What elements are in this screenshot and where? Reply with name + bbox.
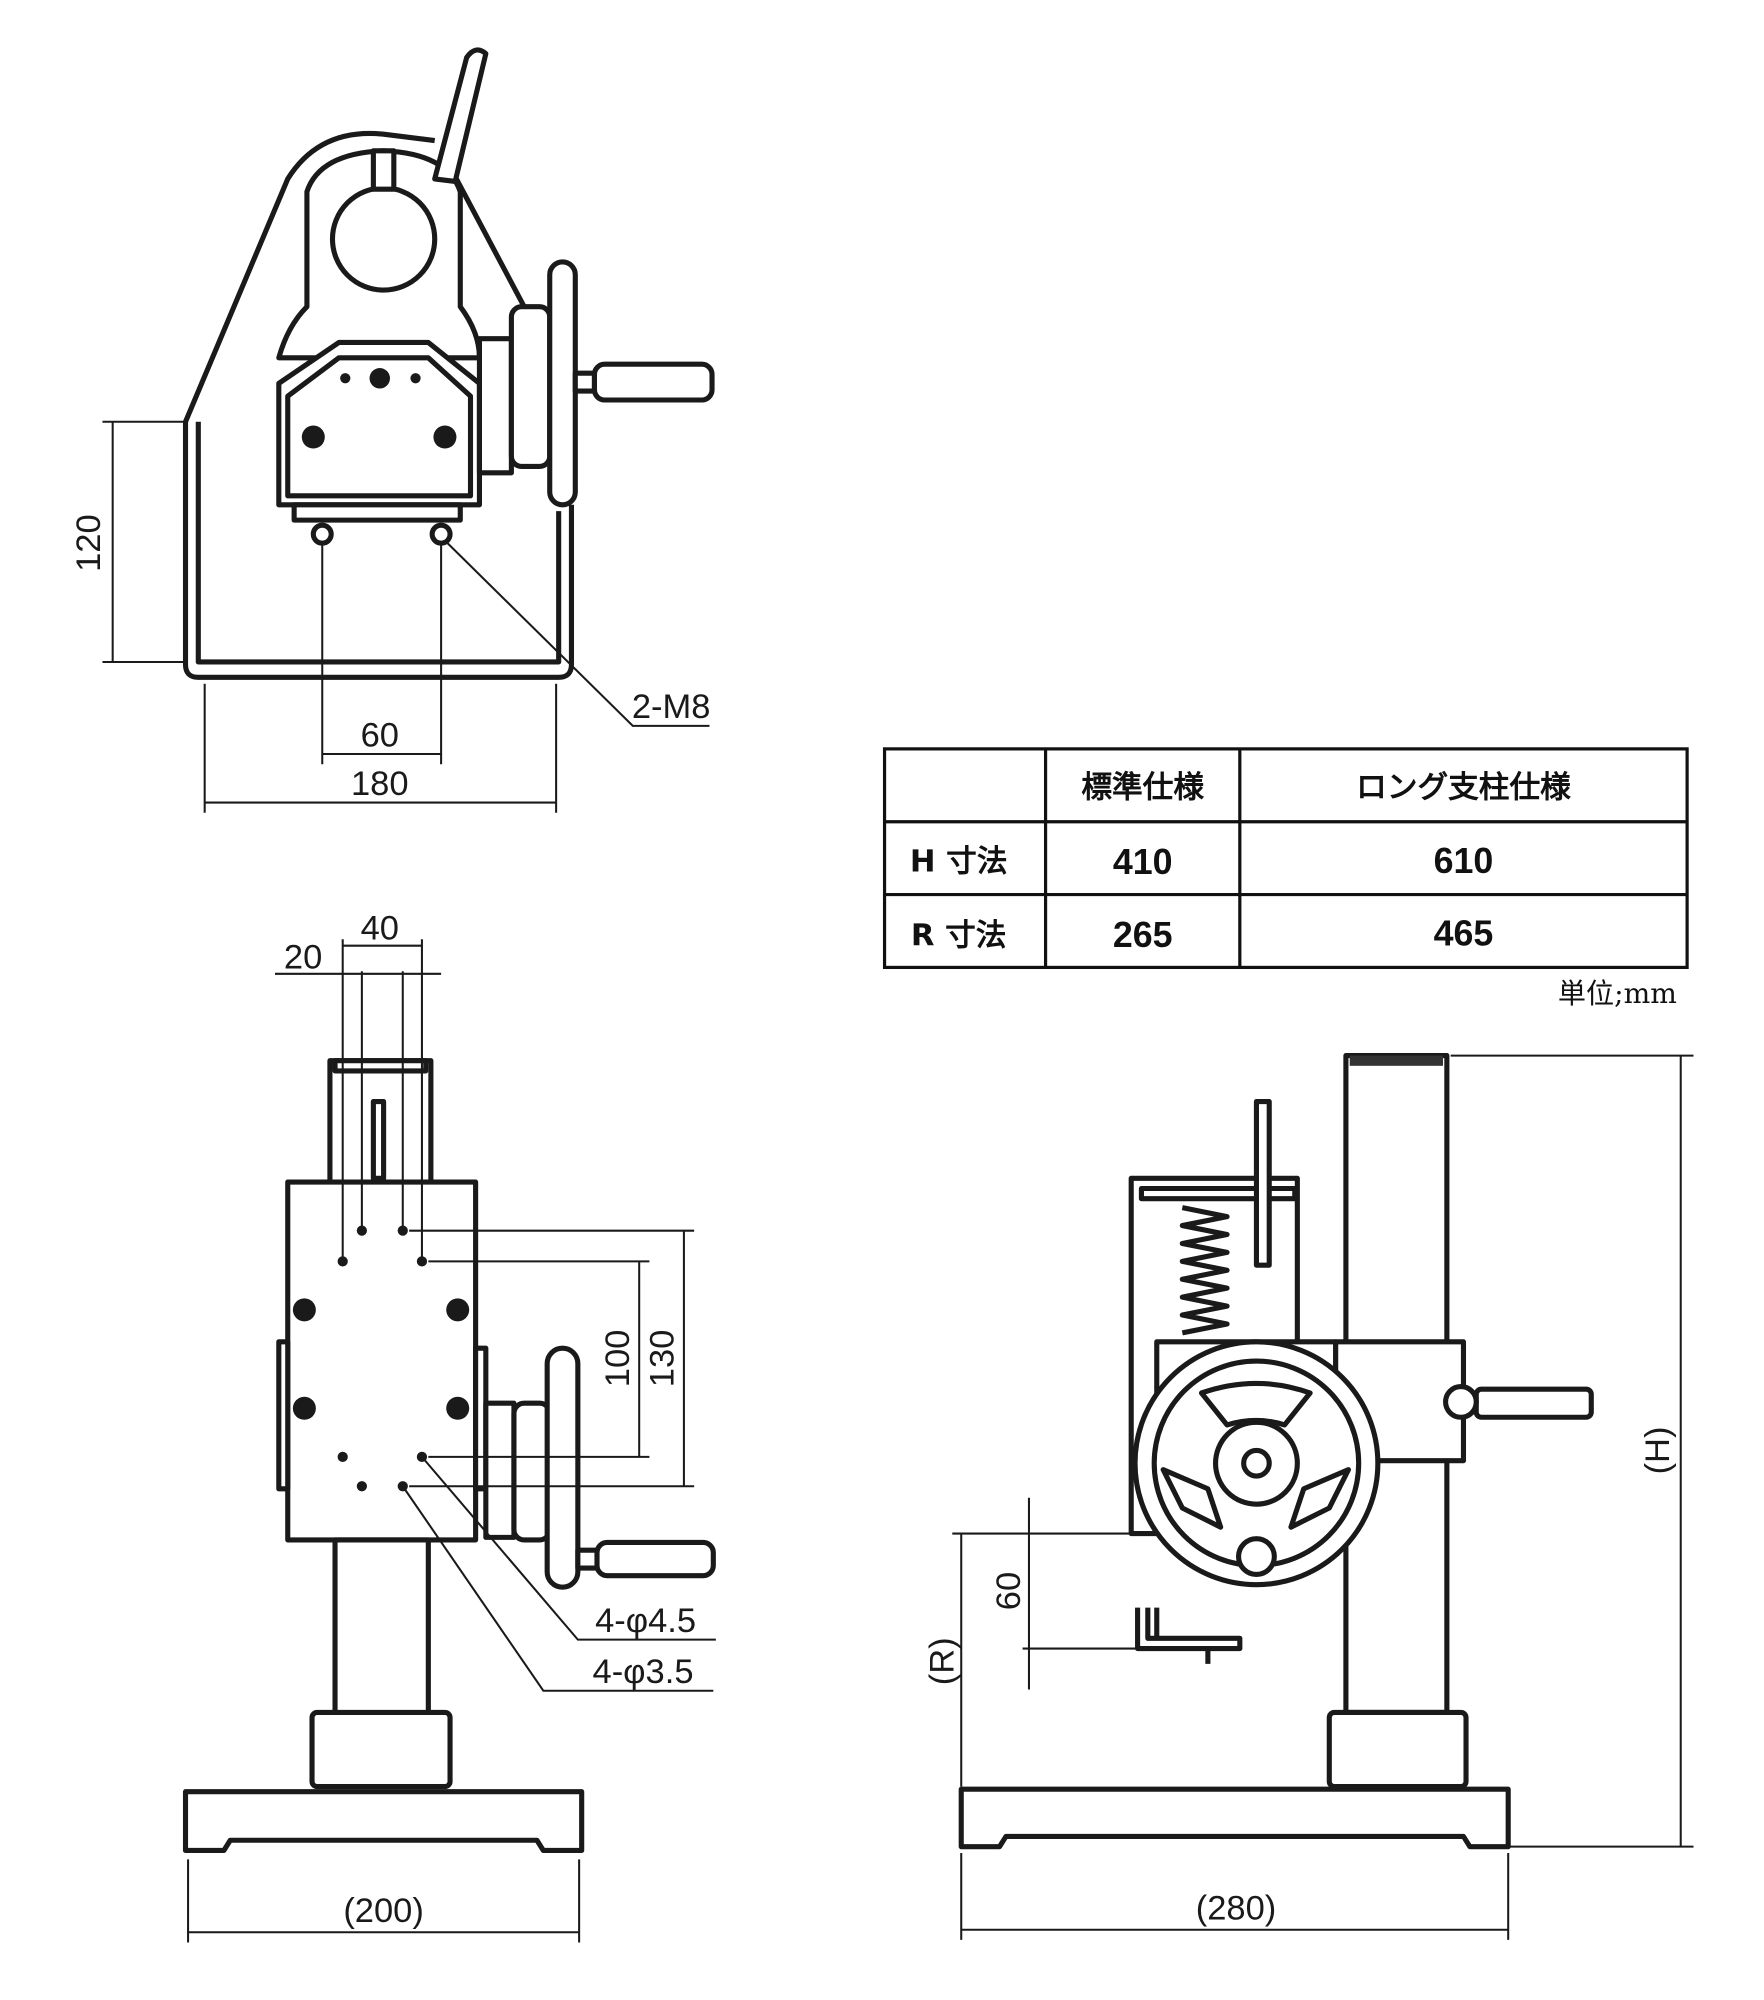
mounting-hole (310, 522, 334, 546)
mounting-hole (429, 522, 453, 546)
column-bore (329, 185, 438, 293)
screw-hole (410, 373, 421, 384)
hole-callout-1: 4-φ4.5 (595, 1602, 696, 1640)
dim-60-label: 60 (990, 1572, 1028, 1610)
dim-line-60 (1022, 1497, 1151, 1690)
handle-grip (594, 1539, 716, 1579)
cell-h-standard: 410 (1113, 842, 1173, 882)
dim-line-130 (409, 1229, 695, 1488)
stopper-rod (1253, 1099, 1272, 1268)
header-standard: 標準仕様 (1081, 769, 1204, 805)
column-cap (332, 1058, 429, 1074)
handwheel-rim (547, 259, 578, 508)
ext-lines (341, 939, 423, 1262)
bracket-top (1138, 1185, 1298, 1202)
handle-grip (591, 361, 715, 403)
side-plate (276, 1339, 291, 1492)
spec-table: 標準仕様 ロング支柱仕様 H 寸法 410 610 R 寸法 265 465 単… (882, 747, 1689, 1010)
dim-40-label: 40 (361, 909, 399, 947)
dim-line-100 (428, 1260, 650, 1458)
head-block (276, 339, 482, 508)
handwheel-hub (511, 1400, 553, 1543)
dim-H-label: (H) (1639, 1427, 1677, 1475)
bolt-head (433, 425, 457, 449)
head-block-face (285, 355, 474, 499)
dim-280-label: (280) (1196, 1889, 1277, 1927)
stopper-rod (370, 1099, 387, 1181)
dim-100-label: 100 (599, 1330, 637, 1388)
dim-R-label: (R) (924, 1637, 962, 1685)
dim-line-280 (960, 1853, 1510, 1940)
lever-pivot (1443, 1384, 1479, 1420)
header-long-column: ロング支柱仕様 (1356, 770, 1571, 805)
handwheel-rim (544, 1345, 581, 1590)
dim-line-H (1450, 1054, 1694, 1848)
base (182, 1789, 585, 1854)
dim-line-R (952, 1532, 1157, 1787)
base-boss (309, 1709, 453, 1790)
dim-130-label: 130 (644, 1330, 682, 1388)
column-lower (332, 1537, 431, 1722)
dim-200-label: (200) (343, 1892, 424, 1930)
dim-line-60 (321, 543, 443, 765)
base-plate-outline (182, 421, 575, 680)
dim-180-label: 180 (351, 765, 409, 803)
dim-line-200 (187, 1859, 581, 1943)
leader-4-phi-4-5 (421, 1456, 716, 1641)
arm-outline (183, 130, 527, 423)
leader-4-phi-3-5 (401, 1485, 714, 1692)
handwheel-spokes (1160, 1380, 1352, 1530)
gear-housing (476, 336, 514, 476)
side-view: (H) (R) 60 (280) (924, 1053, 1694, 1940)
dim-20-label: 20 (284, 939, 322, 977)
spring-icon (1179, 1205, 1230, 1336)
dim-line-180 (203, 683, 558, 813)
dim-line-120 (102, 420, 186, 664)
bolt-head (301, 425, 325, 449)
base (958, 1786, 1511, 1850)
cell-r-standard: 265 (1113, 915, 1173, 955)
stopper-bracket (1135, 1607, 1243, 1664)
hub-bore (1241, 1447, 1272, 1479)
unit-label: 単位;mm (1558, 977, 1677, 1010)
dim-120-label: 120 (70, 514, 108, 572)
column-cap (1349, 1055, 1444, 1066)
leader-2-m8 (446, 542, 710, 727)
clamp-slot (370, 148, 397, 192)
top-view: 120 60 180 2-M8 (70, 47, 715, 813)
cell-h-long: 610 (1434, 841, 1494, 881)
front-view: 40 20 100 130 4-φ4.5 4-φ3.5 (200) (182, 909, 716, 1943)
dim-60-label: 60 (361, 716, 399, 754)
handwheel-knob (1235, 1536, 1277, 1577)
handwheel-hub (508, 304, 553, 470)
lever-handle (1473, 1386, 1594, 1420)
handle-shaft (575, 1547, 600, 1571)
thread-callout: 2-M8 (632, 688, 711, 726)
row-label-h: H 寸法 (910, 845, 1008, 880)
hole-callout-2: 4-φ3.5 (593, 1653, 694, 1691)
screw-hole (340, 373, 351, 384)
cell-r-long: 465 (1434, 914, 1494, 954)
block-foot (291, 502, 463, 523)
row-label-r: R 寸法 (911, 919, 1007, 954)
base-plate-inner (195, 421, 562, 665)
shaft-hole (369, 368, 390, 389)
lever-handle (432, 47, 489, 185)
handle-shaft (572, 370, 598, 394)
holes (292, 1225, 470, 1492)
base-boss (1326, 1709, 1469, 1790)
gear-housing (483, 1400, 517, 1540)
